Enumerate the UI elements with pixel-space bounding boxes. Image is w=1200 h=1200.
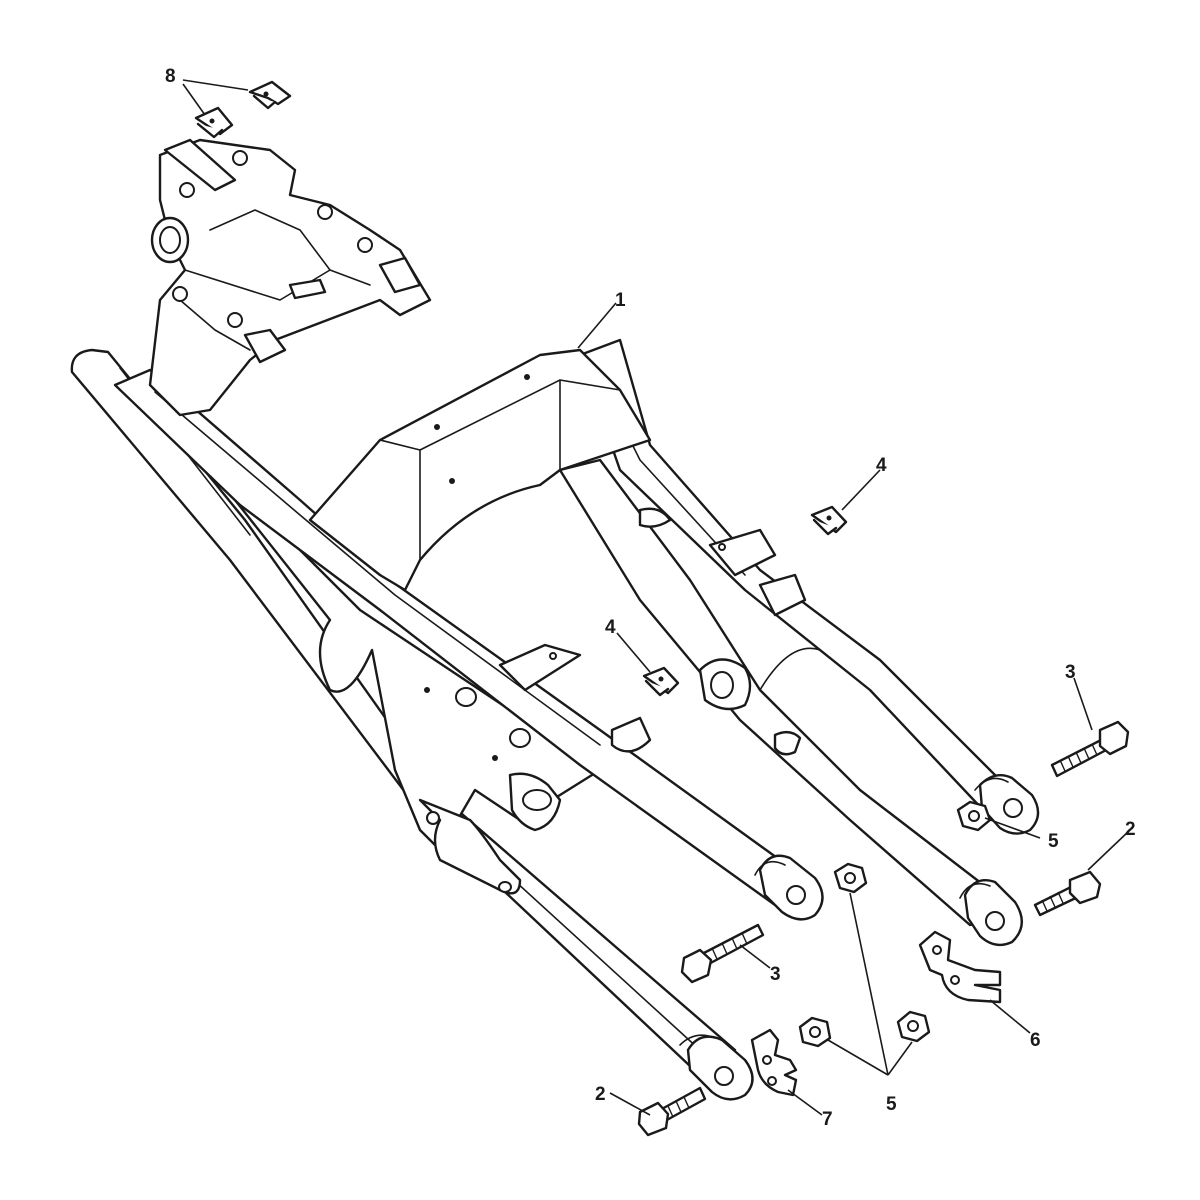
left-lower-rail bbox=[70, 348, 754, 1101]
rear-subframe bbox=[70, 138, 1040, 1101]
callout-3-upper: 3 bbox=[1065, 662, 1076, 683]
bracket-6 bbox=[918, 930, 1002, 1004]
nut-5-right bbox=[956, 800, 992, 832]
leader-lines bbox=[182, 79, 1131, 1116]
callout-1: 1 bbox=[615, 290, 626, 311]
rail-tabs bbox=[498, 507, 807, 756]
clip-nut-4-upper bbox=[810, 505, 848, 536]
clip-nut-top-2 bbox=[194, 106, 234, 139]
callout-4-upper: 4 bbox=[876, 455, 887, 476]
callout-6: 6 bbox=[1030, 1030, 1041, 1051]
callout-7: 7 bbox=[822, 1109, 833, 1130]
bolt-3-upper-right bbox=[1050, 720, 1130, 778]
callout-8: 8 bbox=[165, 66, 176, 87]
callout-5-lower: 5 bbox=[886, 1094, 897, 1115]
callout-4-lower: 4 bbox=[605, 617, 616, 638]
bolt-2-lower bbox=[637, 1086, 707, 1137]
nut-5-lower bbox=[798, 1016, 832, 1048]
nut-5-middle bbox=[896, 1010, 931, 1043]
left-side-plate bbox=[138, 378, 602, 895]
callout-3-lower: 3 bbox=[770, 964, 781, 985]
callout-2-right: 2 bbox=[1125, 819, 1136, 840]
clip-nut-top-1 bbox=[248, 80, 292, 110]
bracket-7 bbox=[750, 1028, 798, 1097]
front-mount-casting bbox=[148, 138, 432, 417]
nut-5-upper bbox=[833, 862, 868, 894]
cross-member bbox=[308, 348, 652, 592]
left-upper-rail bbox=[113, 368, 824, 921]
callout-2-lower: 2 bbox=[595, 1084, 606, 1105]
bolt-2-right bbox=[1033, 870, 1102, 917]
bolt-3-lower bbox=[680, 923, 765, 984]
clip-nut-4-lower bbox=[642, 666, 680, 697]
callout-5-right: 5 bbox=[1048, 831, 1059, 852]
